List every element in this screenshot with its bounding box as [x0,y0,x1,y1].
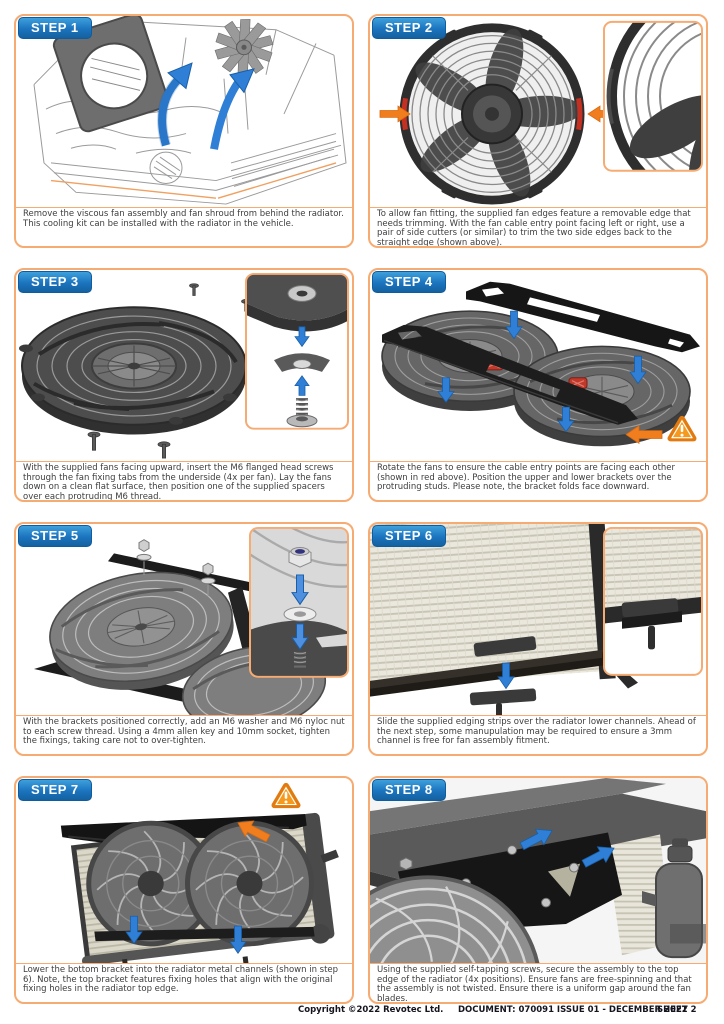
blue-direction-arrow-icon [629,355,647,385]
step-2-badge: STEP 2 [372,17,446,39]
footer-sheet-number: SHEET 2 [657,1005,697,1015]
step-1-panel: STEP 1 [14,14,354,248]
blue-direction-arrow-icon [157,62,193,147]
warning-triangle-icon [667,415,697,442]
step-3-badge: STEP 3 [18,271,92,293]
edging-strip-graphic [469,636,537,715]
fan-flat-graphic [19,306,247,435]
fan-graphic [49,571,234,690]
step-1-illustration [16,16,352,207]
step-5-illustration [16,524,352,715]
blue-direction-arrow-icon [437,377,455,403]
radiator-channel-illustration [370,524,703,715]
step-7-panel: STEP 7 [14,776,354,1004]
viscous-fan-graphic [214,19,274,76]
orange-accent-lines [50,162,337,199]
step-2-panel: STEP 2 [368,14,708,248]
step-4-caption: Rotate the fans to ensure the cable entr… [370,461,706,500]
step-1-badge: STEP 1 [18,17,92,39]
step-4-badge: STEP 4 [372,271,446,293]
upper-bracket-graphic [466,281,700,353]
step-6-panel: STEP 6 [368,522,708,756]
blue-direction-arrow-icon [125,915,143,945]
fans-and-brackets-illustration [381,281,700,447]
step-8-badge: STEP 8 [372,779,446,801]
engine-bay-illustration [33,16,347,205]
bottom-bracket-graphic [94,926,315,942]
step-8-caption: Using the supplied self-tapping screws, … [370,963,706,1002]
step-5-badge: STEP 5 [18,525,92,547]
fans-with-fixings-illustration [34,526,349,715]
trim-edge-right [576,97,583,131]
fan-flat-illustration [19,272,349,459]
step-7-caption: Lower the bottom bracket into the radiat… [16,963,352,1002]
expansion-tank-graphic [642,838,706,959]
spacer-inset [245,272,349,430]
step-7-illustration [16,778,352,963]
blue-direction-arrow-icon [581,846,615,868]
nut-washer-graphic [136,539,216,597]
channel-inset [603,526,703,676]
trimmed-edge-inset [603,20,703,172]
fan-grill-graphic [370,875,540,963]
blue-direction-arrow-icon [519,828,553,851]
radiator-core-graphic [370,524,616,698]
sheet-footer: Copyright ©2022 Revotec Ltd. DOCUMENT: 0… [0,1005,724,1019]
fan-front-view-illustration [379,20,703,205]
step-4-illustration [370,270,706,461]
warning-triangle-icon [271,782,301,809]
step-6-illustration [370,524,706,715]
step-6-caption: Slide the supplied edging strips over th… [370,715,706,754]
step-1-caption: Remove the viscous fan assembly and fan … [16,207,352,246]
orange-pointer-arrow-icon [237,820,271,843]
blue-direction-arrow-icon [557,406,575,433]
step-7-badge: STEP 7 [18,779,92,801]
fan-graphic [513,345,691,447]
blue-direction-arrow-icon [210,68,255,150]
fan-front-graphic [399,23,585,205]
step-3-caption: With the supplied fans facing upward, in… [16,461,352,500]
top-edge-fixing-illustration [370,778,706,963]
footer-copyright: Copyright ©2022 Revotec Ltd. [298,1005,444,1015]
step-4-panel: STEP 4 [368,268,708,502]
blue-direction-arrow-icon [229,925,247,954]
assembly-on-radiator-illustration [60,782,339,963]
step-5-caption: With the brackets positioned correctly, … [16,715,352,754]
step-8-illustration [370,778,706,963]
orange-pointer-arrow-icon [379,105,411,123]
blue-direction-arrow-icon [505,310,523,340]
upper-bracket-bar [108,553,262,593]
nut-washer-inset [249,526,349,678]
step-3-panel: STEP 3 [14,268,354,502]
step-2-caption: To allow fan fitting, the supplied fan e… [370,207,706,246]
step-8-panel: STEP 8 [368,776,708,1004]
orange-pointer-arrow-icon [625,424,663,445]
footer-document-ref: DOCUMENT: 070091 ISSUE 01 - DECEMBER 202… [458,1005,688,1015]
step-2-illustration [370,16,706,207]
step-3-illustration [16,270,352,461]
step-5-panel: STEP 5 [14,522,354,756]
step-6-badge: STEP 6 [372,525,446,547]
lower-bracket-graphic [382,324,638,425]
fan-shroud-graphic [52,16,170,133]
